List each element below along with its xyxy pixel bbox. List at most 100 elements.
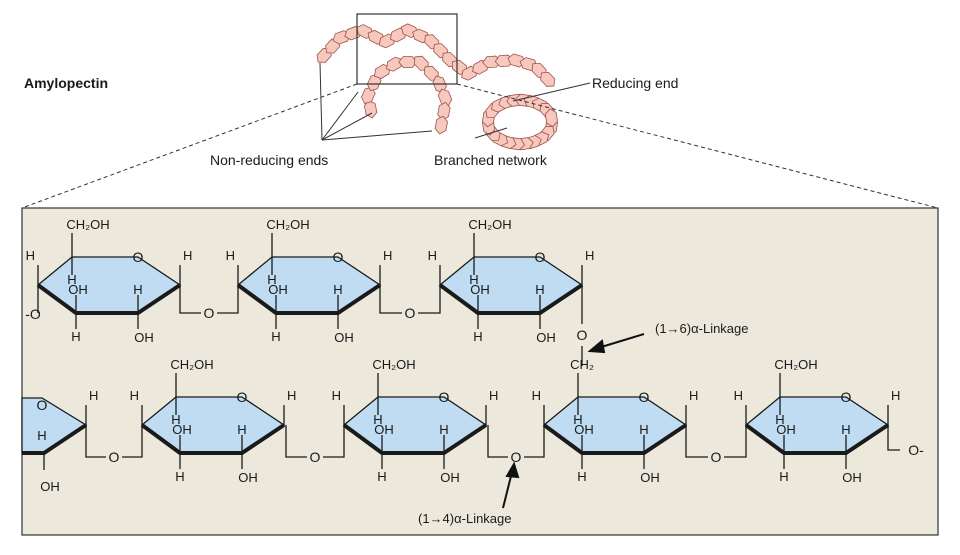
h-atom: H bbox=[775, 412, 784, 427]
h-atom: H bbox=[473, 329, 482, 344]
h-atom: H bbox=[133, 282, 142, 297]
ring-oxygen: O bbox=[237, 389, 248, 405]
link-bond bbox=[724, 425, 747, 458]
h-atom: H bbox=[891, 388, 900, 403]
link-bond bbox=[379, 285, 402, 314]
link-bond bbox=[85, 425, 106, 458]
oh-group: OH bbox=[640, 470, 660, 485]
oh-group: OH bbox=[238, 470, 258, 485]
link-bond bbox=[285, 425, 307, 458]
branch-oxygen: O bbox=[577, 327, 588, 343]
oh-group: OH bbox=[776, 422, 796, 437]
ring-front-edge bbox=[744, 423, 890, 455]
ring-front-edge bbox=[140, 423, 286, 455]
zoom-projection-lines bbox=[21, 83, 939, 209]
ring-oxygen: O bbox=[37, 397, 48, 413]
ch2oh-group: CH₂OH bbox=[372, 357, 415, 372]
h-atom: H bbox=[532, 388, 541, 403]
linkage-oxygen: O bbox=[405, 305, 416, 321]
h-atom: H bbox=[287, 388, 296, 403]
oh-group: OH bbox=[842, 470, 862, 485]
link-bond bbox=[122, 425, 143, 458]
ring-oxygen: O bbox=[333, 249, 344, 265]
h-atom: H bbox=[383, 248, 392, 263]
bead bbox=[544, 108, 558, 128]
h-atom: H bbox=[489, 388, 498, 403]
h-atom: H bbox=[639, 422, 648, 437]
oh-group: OH bbox=[68, 282, 88, 297]
h-atom: H bbox=[226, 248, 235, 263]
h-atom: H bbox=[333, 282, 342, 297]
link-bond bbox=[217, 285, 239, 314]
branched-network-illustration bbox=[316, 23, 558, 151]
link-bond bbox=[685, 425, 708, 458]
reducing-end-label: Reducing end bbox=[592, 75, 678, 91]
ring-front-edge bbox=[342, 423, 488, 455]
h-atom: H bbox=[183, 248, 192, 263]
h-atom: H bbox=[428, 248, 437, 263]
h-atom: H bbox=[332, 388, 341, 403]
oh-group: OH bbox=[134, 330, 154, 345]
link-bond bbox=[323, 425, 345, 458]
link-bond bbox=[418, 285, 441, 314]
oh-group: OH bbox=[440, 470, 460, 485]
chain-bond bbox=[887, 425, 900, 451]
glycosidic-linkage: O bbox=[285, 425, 345, 465]
linkage-oxygen: O bbox=[711, 449, 722, 465]
linkage-oxygen: O bbox=[511, 449, 522, 465]
ch2oh-group: CH₂OH bbox=[774, 357, 817, 372]
ch2oh-group: CH₂OH bbox=[468, 217, 511, 232]
link-bond bbox=[487, 425, 508, 458]
oh-group: OH bbox=[268, 282, 288, 297]
h-atom: H bbox=[535, 282, 544, 297]
glycosidic-linkage: O bbox=[179, 285, 239, 321]
zoom-region-box bbox=[356, 13, 458, 85]
h-atom: H bbox=[26, 248, 35, 263]
linkage-arrows bbox=[502, 333, 645, 509]
ring-front-edge bbox=[438, 283, 584, 315]
h-atom: H bbox=[71, 329, 80, 344]
h-atom: H bbox=[271, 329, 280, 344]
h-atom: H bbox=[237, 422, 246, 437]
ring-oxygen: O bbox=[639, 389, 650, 405]
h-atom: H bbox=[439, 422, 448, 437]
h-atom: H bbox=[89, 388, 98, 403]
linkage-oxygen: O bbox=[109, 449, 120, 465]
h-atom: H bbox=[841, 422, 850, 437]
oh-group: OH bbox=[574, 422, 594, 437]
branched-network-label: Branched network bbox=[434, 152, 548, 168]
oh-group: OH bbox=[374, 422, 394, 437]
ring-oxygen: O bbox=[439, 389, 450, 405]
ch2oh-group: CH₂OH bbox=[266, 217, 309, 232]
ring-front-edge bbox=[542, 423, 688, 455]
h-atom: H bbox=[373, 412, 382, 427]
h-atom: H bbox=[377, 469, 386, 484]
linkage-1-4-label: (1→4)α-Linkage bbox=[418, 511, 512, 526]
bead bbox=[434, 115, 448, 135]
h-atom: H bbox=[585, 248, 594, 263]
ring-front-edge bbox=[236, 283, 382, 315]
diagram-title: Amylopectin bbox=[24, 75, 108, 91]
glycosidic-linkage: O bbox=[379, 285, 441, 321]
ring-oxygen: O bbox=[133, 249, 144, 265]
oh-group: OH bbox=[536, 330, 556, 345]
h-atom: H bbox=[37, 428, 46, 443]
h-atom: H bbox=[171, 412, 180, 427]
h-atom: H bbox=[573, 412, 582, 427]
oh-group: OH bbox=[334, 330, 354, 345]
link-bond bbox=[524, 425, 545, 458]
chain-oxygen: O- bbox=[908, 442, 924, 458]
h-atom: H bbox=[130, 388, 139, 403]
linkage-oxygen: O bbox=[310, 449, 321, 465]
glycosidic-linkage: O bbox=[85, 425, 143, 465]
ring-oxygen: O bbox=[535, 249, 546, 265]
h-atom: H bbox=[689, 388, 698, 403]
